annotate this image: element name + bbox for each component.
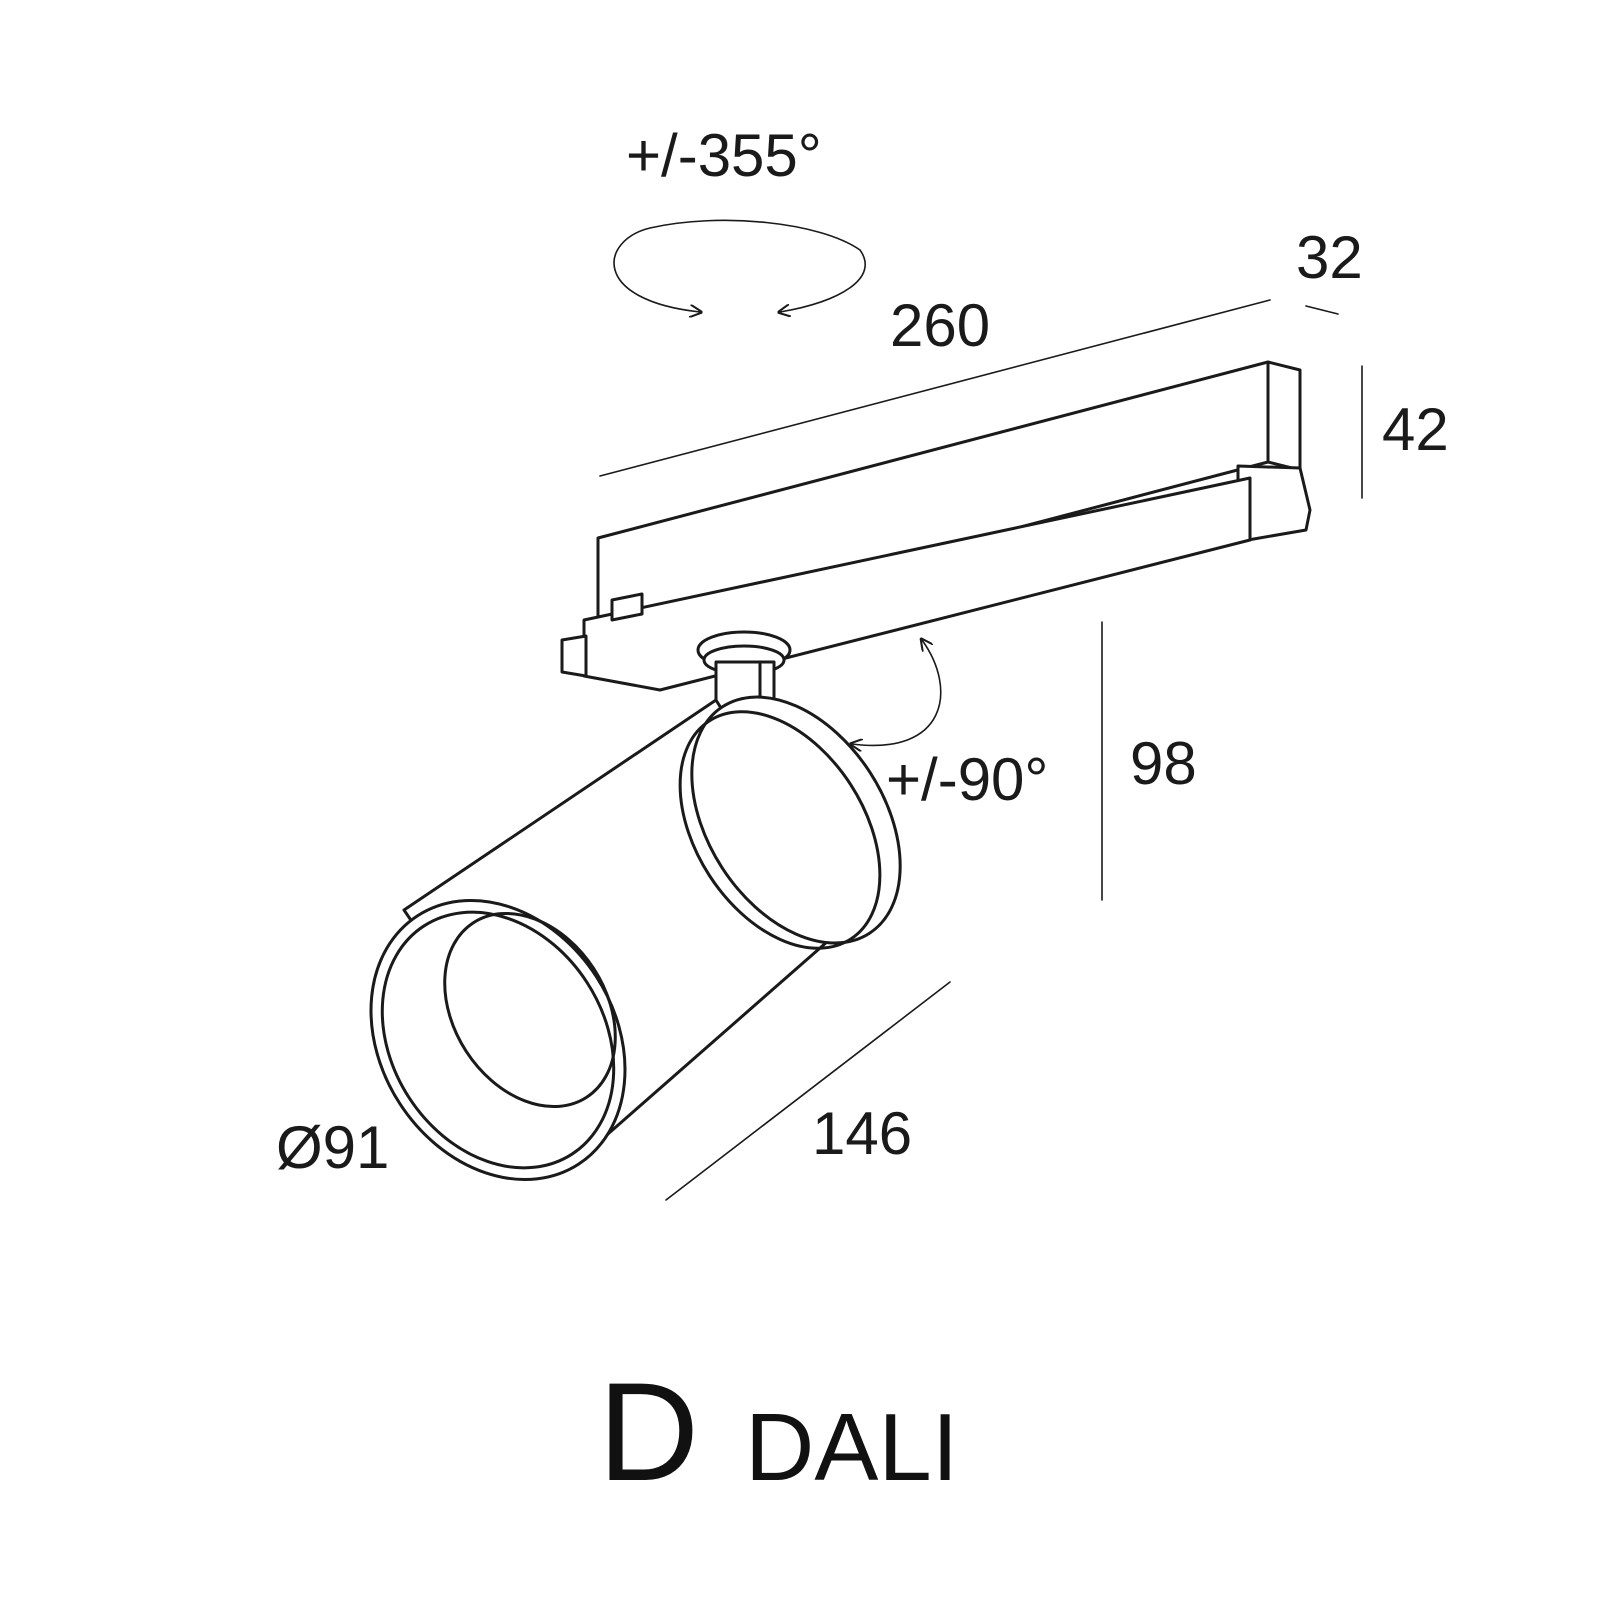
variant-title: DALI	[745, 1394, 958, 1501]
spotlight-body	[369, 695, 902, 1182]
diameter-label: Ø91	[276, 1114, 389, 1181]
track-length-label: 260	[890, 292, 990, 359]
vertical-tilt-arrow-icon	[852, 640, 942, 745]
track-width-label: 32	[1296, 224, 1363, 291]
track-height-label: 42	[1382, 396, 1449, 463]
model-title: D	[598, 1353, 699, 1510]
vertical-tilt-label: +/-90°	[886, 746, 1048, 813]
dimension-lines	[599, 299, 1363, 1201]
horizontal-rotation-arrow-icon	[613, 219, 866, 312]
drop-height-label: 98	[1130, 730, 1197, 797]
body-length-label: 146	[812, 1100, 912, 1167]
track-adapter	[560, 360, 1312, 692]
horizontal-rotation-label: +/-355°	[626, 122, 822, 189]
